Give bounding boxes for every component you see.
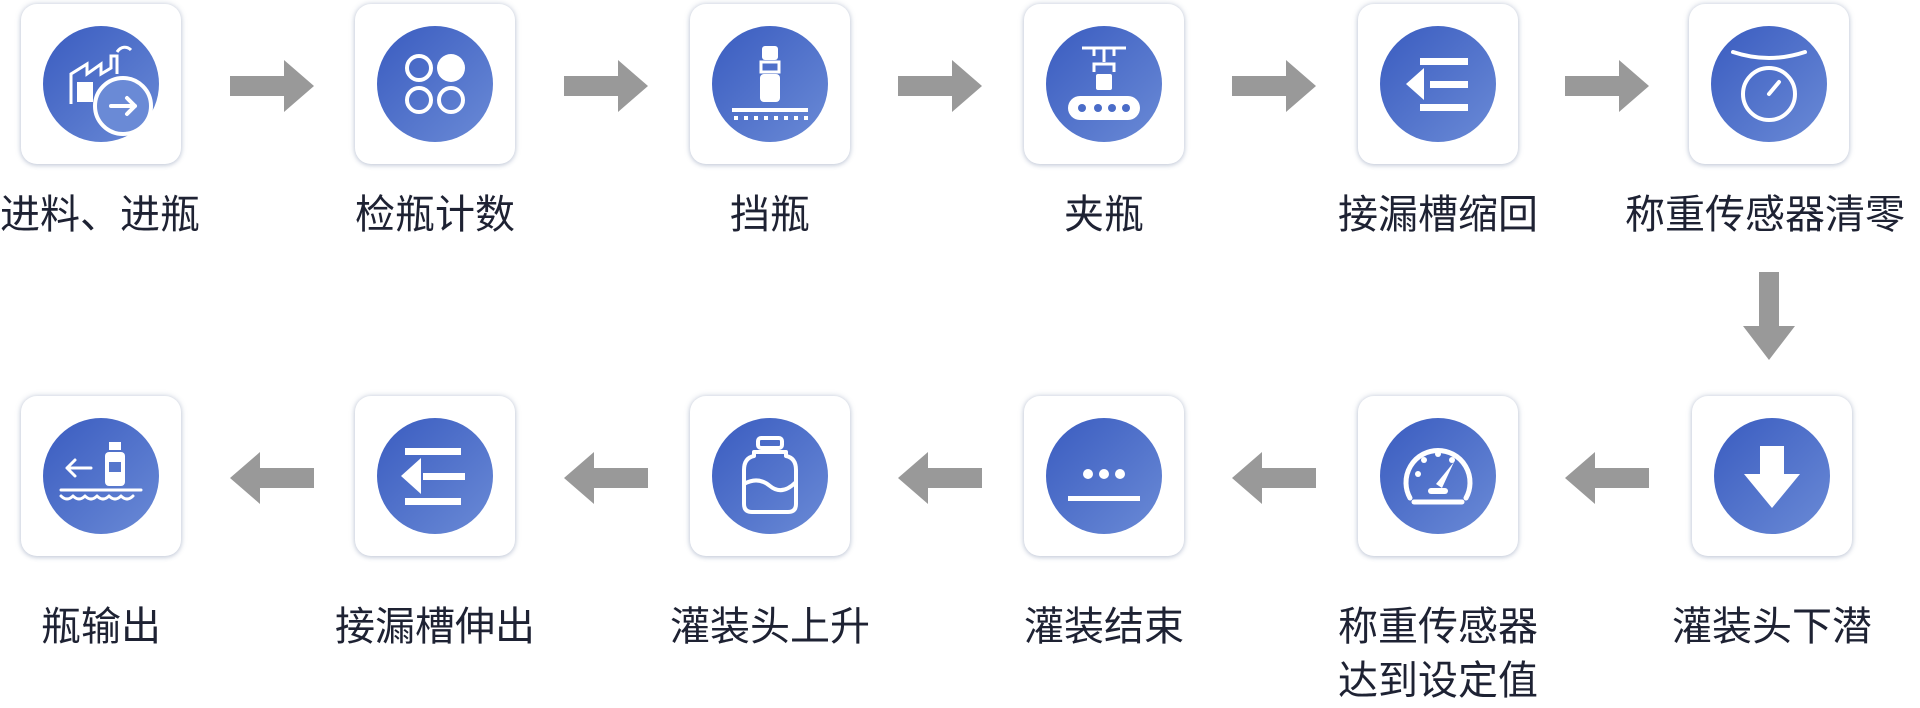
arrow-right-icon — [1232, 60, 1316, 112]
arrow-down-connector-icon — [1743, 272, 1795, 360]
arrow-left-icon — [230, 452, 314, 504]
step-tile — [355, 4, 515, 164]
step-tile — [690, 4, 850, 164]
dots-line-icon — [1046, 418, 1162, 534]
gauge-icon — [1380, 418, 1496, 534]
retract-arrow-icon — [1380, 26, 1496, 142]
arrow-right-icon — [1565, 60, 1649, 112]
step-label: 接漏槽伸出 — [335, 604, 535, 650]
arrow-left-icon — [898, 452, 982, 504]
step-label: 检瓶计数 — [355, 192, 515, 238]
arrow-right-icon — [564, 60, 648, 112]
arrow-left-icon — [1565, 452, 1649, 504]
step-label: 瓶输出 — [41, 604, 161, 650]
step-label-line-2: 达到设定值 — [1338, 658, 1538, 704]
step-label: 接漏槽缩回 — [1338, 192, 1538, 238]
step-tile — [1692, 396, 1852, 556]
jar-fill-icon — [712, 418, 828, 534]
arrow-left-icon — [564, 452, 648, 504]
step-tile — [690, 396, 850, 556]
step-tile — [1024, 396, 1184, 556]
step-tile — [21, 4, 181, 164]
step-label: 灌装头下潜 — [1672, 604, 1872, 650]
step-tile — [1358, 396, 1518, 556]
step-label: 夹瓶 — [1064, 192, 1144, 238]
arrow-right-icon — [898, 60, 982, 112]
step-label-line-1: 称重传感器 — [1338, 604, 1538, 650]
step-tile — [355, 396, 515, 556]
step-tile — [1024, 4, 1184, 164]
bottle-output-conveyor-icon — [43, 418, 159, 534]
step-tile — [1358, 4, 1518, 164]
stopper-bottle-icon — [712, 26, 828, 142]
arrow-right-icon — [230, 60, 314, 112]
four-circles-count-icon — [377, 26, 493, 142]
extend-arrow-icon — [377, 418, 493, 534]
factory-feed-icon — [43, 26, 159, 142]
step-label: 称重传感器清零 — [1625, 192, 1905, 238]
step-label: 挡瓶 — [730, 192, 810, 238]
scale-dial-icon — [1711, 26, 1827, 142]
step-label: 灌装头上升 — [670, 604, 870, 650]
step-label: 进料、进瓶 — [0, 192, 200, 238]
arrow-down-icon — [1714, 418, 1830, 534]
step-tile — [21, 396, 181, 556]
step-label: 灌装结束 — [1024, 604, 1184, 650]
step-tile — [1689, 4, 1849, 164]
arrow-left-icon — [1232, 452, 1316, 504]
gripper-conveyor-icon — [1046, 26, 1162, 142]
